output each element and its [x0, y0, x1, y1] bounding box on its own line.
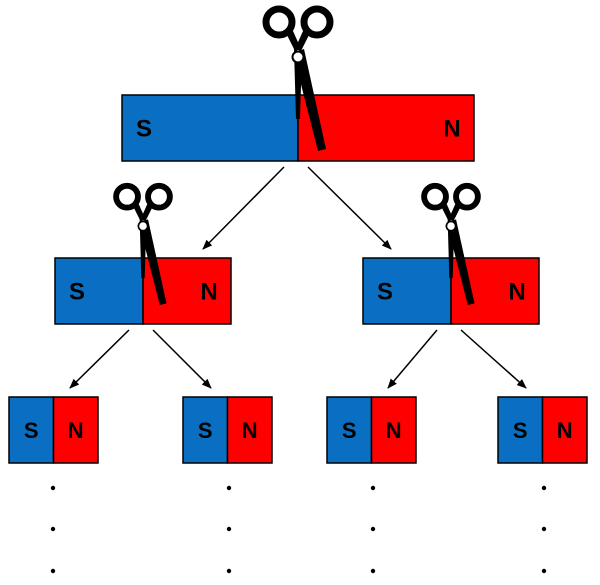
- magnet-south-half: [121, 94, 299, 162]
- north-pole-label: N: [508, 279, 525, 306]
- continuation-dot: [226, 485, 232, 491]
- north-pole-label: N: [386, 418, 402, 443]
- scissors-layer: [113, 5, 481, 306]
- magnet-south-half: [182, 396, 229, 464]
- scissors-ring-right: [300, 5, 334, 39]
- split-arrow-right: [460, 329, 527, 389]
- split-arrow-left: [202, 166, 285, 250]
- scissors-ring-left: [421, 182, 449, 211]
- south-pole-label: S: [377, 279, 393, 306]
- north-pole-label: N: [443, 116, 460, 143]
- magnet-north-half: [541, 396, 588, 464]
- continuation-dot: [370, 568, 376, 574]
- scissors-icon: [113, 182, 173, 306]
- continuation-dots-layer: [50, 485, 547, 574]
- continuation-dot: [541, 568, 547, 574]
- continuation-dot: [226, 568, 232, 574]
- magnet-south-half: [326, 396, 373, 464]
- scissors-blade-front: [138, 219, 167, 306]
- south-pole-label: S: [513, 418, 528, 443]
- scissors-blade-front: [293, 49, 326, 151]
- south-pole-label: S: [69, 279, 85, 306]
- north-pole-label: N: [557, 418, 573, 443]
- scissors-ring-right: [453, 182, 481, 211]
- continuation-dot: [50, 485, 56, 491]
- scissors-ring-left: [113, 182, 141, 211]
- continuation-dot: [50, 568, 56, 574]
- magnet-south-half: [8, 396, 55, 464]
- continuation-dot: [541, 485, 547, 491]
- north-pole-label: N: [68, 418, 84, 443]
- south-pole-label: S: [198, 418, 213, 443]
- south-pole-label: S: [136, 116, 152, 143]
- scissors-icon: [262, 5, 334, 151]
- scissors-ring-left: [262, 5, 296, 39]
- continuation-dot: [370, 485, 376, 491]
- scissors-blade-front: [446, 219, 475, 306]
- continuation-dot: [370, 526, 376, 532]
- magnet-north-half: [370, 396, 417, 464]
- scissors-shank-right: [295, 31, 310, 51]
- magnet-north-half: [297, 94, 475, 162]
- split-arrow-right: [307, 166, 392, 250]
- continuation-dot: [541, 526, 547, 532]
- scissors-shank-right: [140, 204, 154, 222]
- scissors-icon: [421, 182, 481, 306]
- south-pole-label: S: [342, 418, 357, 443]
- split-arrow-left: [387, 329, 438, 389]
- south-pole-label: S: [24, 418, 39, 443]
- split-arrow-right: [152, 329, 212, 389]
- magnet-north-half: [226, 396, 273, 464]
- split-arrow-left: [69, 329, 130, 389]
- continuation-dot: [50, 526, 56, 532]
- magnet-north-half: [52, 396, 99, 464]
- north-pole-label: N: [200, 279, 217, 306]
- scissors-ring-right: [145, 182, 173, 211]
- north-pole-label: N: [242, 418, 258, 443]
- scissors-pivot: [291, 50, 305, 64]
- scissors-pivot: [445, 220, 457, 232]
- scissors-shank-right: [448, 204, 462, 222]
- magnet-south-half: [497, 396, 544, 464]
- continuation-dot: [226, 526, 232, 532]
- scissors-pivot: [137, 220, 149, 232]
- arrows-layer: [69, 166, 527, 389]
